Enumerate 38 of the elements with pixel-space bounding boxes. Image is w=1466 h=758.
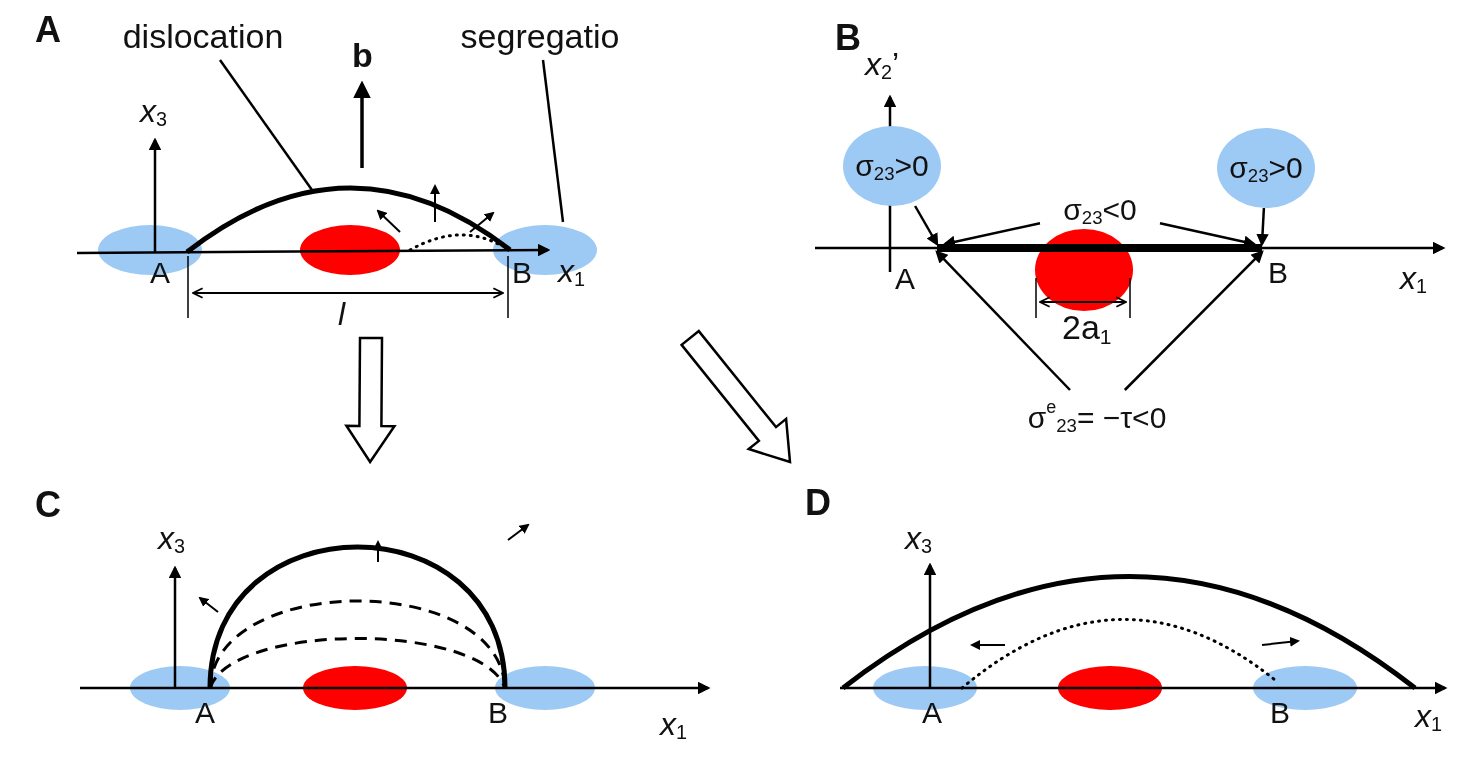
- stress-region: σ$_{23}$>0: [843, 126, 941, 206]
- axis-label: x$_{1}$: [1415, 700, 1443, 732]
- leader-line: [218, 59, 314, 191]
- panel-letter: A: [35, 12, 61, 48]
- axis-label: B: [488, 698, 508, 728]
- leader-line: [541, 59, 565, 223]
- axis-label: A: [922, 698, 942, 728]
- panel-letter: D: [805, 485, 831, 521]
- axis-label: B: [1270, 698, 1290, 728]
- arrow: [1256, 207, 1269, 247]
- panel-letter: B: [835, 20, 861, 56]
- axis-label: x$_{1}$: [1400, 262, 1428, 294]
- axis-label: B: [512, 258, 532, 288]
- axis-label: x$_{2}$’: [865, 48, 900, 80]
- axis-label: x$_{1}$: [558, 255, 586, 287]
- arrow: [1123, 250, 1264, 391]
- axis-label: l: [338, 298, 346, 330]
- axis-label: x$_{3}$: [140, 95, 168, 127]
- axis-label: B: [1268, 258, 1288, 288]
- axis-label: A: [895, 264, 915, 294]
- text-label: dislocation: [92, 12, 314, 60]
- stress-region: σ$_{23}$>0: [1217, 128, 1315, 208]
- block-arrow: [344, 336, 397, 465]
- axis-label: A: [150, 258, 170, 288]
- panel-letter: C: [35, 487, 61, 523]
- arrow: [935, 250, 1071, 391]
- axis-label: b: [352, 38, 373, 72]
- axis-label: x$_{3}$: [158, 522, 186, 554]
- axis-label: 2a$_{1}$: [1062, 310, 1112, 344]
- text-label: segregatio: [440, 12, 640, 60]
- text-label: σ$^{e}$$_{23}$= −τ<0: [1012, 390, 1182, 446]
- axis-label: A: [195, 698, 215, 728]
- arrow: [914, 205, 939, 247]
- text-label: σ$_{23}$<0: [1040, 190, 1160, 230]
- block-arrow: [679, 329, 792, 464]
- axis-label: x$_{1}$: [660, 708, 688, 740]
- axis-label: x$_{3}$: [905, 522, 933, 554]
- dislocation-segment: [937, 244, 1262, 252]
